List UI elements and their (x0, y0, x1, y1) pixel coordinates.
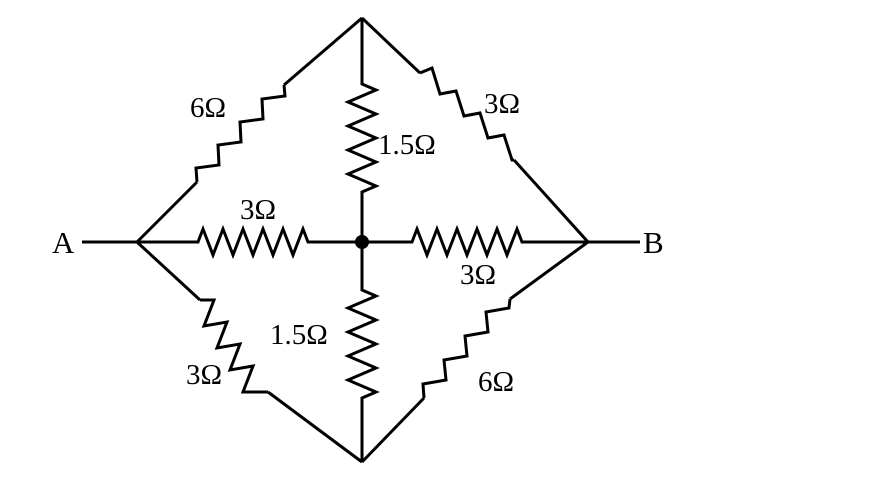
resistor-lower-left-label: 3Ω (186, 359, 222, 391)
wire-upper-right-a (360, 16, 422, 75)
resistor-mid-left-label: 3Ω (240, 194, 276, 226)
resistor-mid-right-label: 3Ω (460, 259, 496, 291)
wire-lower-left-a (135, 240, 202, 302)
wire-lower-right-b (509, 240, 589, 301)
resistor-upper-center-label: 1.5Ω (378, 129, 436, 161)
center-junction-node (355, 235, 369, 249)
terminal-b-label: B (643, 225, 664, 260)
wire-lower-left-b (267, 390, 363, 464)
resistor-lower-center (344, 282, 380, 400)
resistor-upper-right-label: 3Ω (484, 88, 520, 120)
resistor-lower-right-label: 6Ω (478, 366, 514, 398)
wire-lower-right-a (360, 396, 426, 464)
resistor-lower-center-label: 1.5Ω (270, 319, 328, 351)
wire-upper-right-b (512, 158, 590, 244)
resistor-upper-left (194, 84, 287, 183)
resistor-upper-right (419, 65, 514, 162)
resistor-mid-left (190, 224, 312, 260)
resistor-upper-center (344, 78, 380, 194)
resistor-lower-left (200, 298, 268, 394)
wire-upper-left-b (283, 16, 363, 87)
resistor-lower-right (421, 298, 512, 399)
wire-upper-left-a (135, 180, 199, 244)
resistor-mid-right (406, 224, 534, 260)
resistor-upper-left-label: 6Ω (190, 92, 226, 124)
terminal-a-label: A (52, 225, 75, 260)
